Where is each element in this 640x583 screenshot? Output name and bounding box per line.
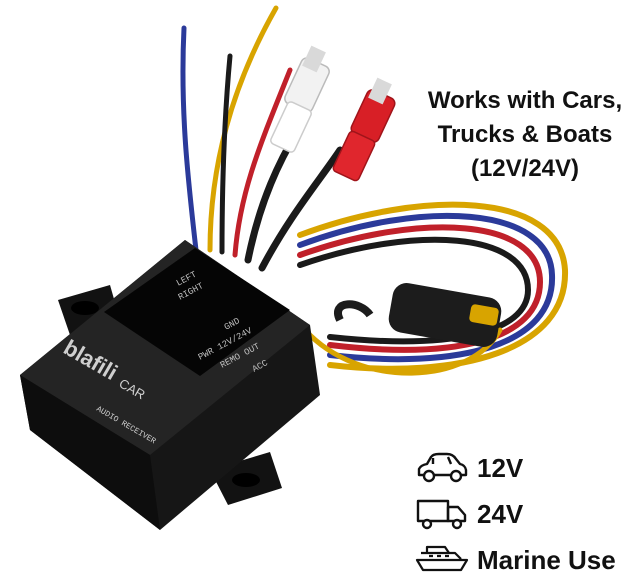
rca-red-plug xyxy=(332,77,396,182)
headline-line-1: Works with Cars, xyxy=(427,87,623,114)
car-icon xyxy=(415,448,477,488)
use-label-boat: Marine Use xyxy=(477,544,616,575)
receiver-box xyxy=(20,240,320,530)
headline-line-2: Trucks & Boats xyxy=(437,121,613,148)
use-row-car: 12V xyxy=(415,445,640,491)
boat-icon xyxy=(415,540,477,580)
use-label-truck: 24V xyxy=(477,498,524,529)
truck-icon xyxy=(415,494,477,534)
rca-white-plug xyxy=(270,45,330,153)
fuse-holder xyxy=(334,283,502,347)
headline: Works with Cars, Trucks & Boats (12V/24V… xyxy=(395,84,640,186)
headline-line-3: (12V/24V) xyxy=(470,155,580,182)
use-label-car: 12V xyxy=(477,452,524,483)
use-row-truck: 24V xyxy=(415,491,640,537)
use-row-boat: Marine Use xyxy=(415,537,640,583)
use-list: 12V 24V Marine U xyxy=(415,445,640,583)
